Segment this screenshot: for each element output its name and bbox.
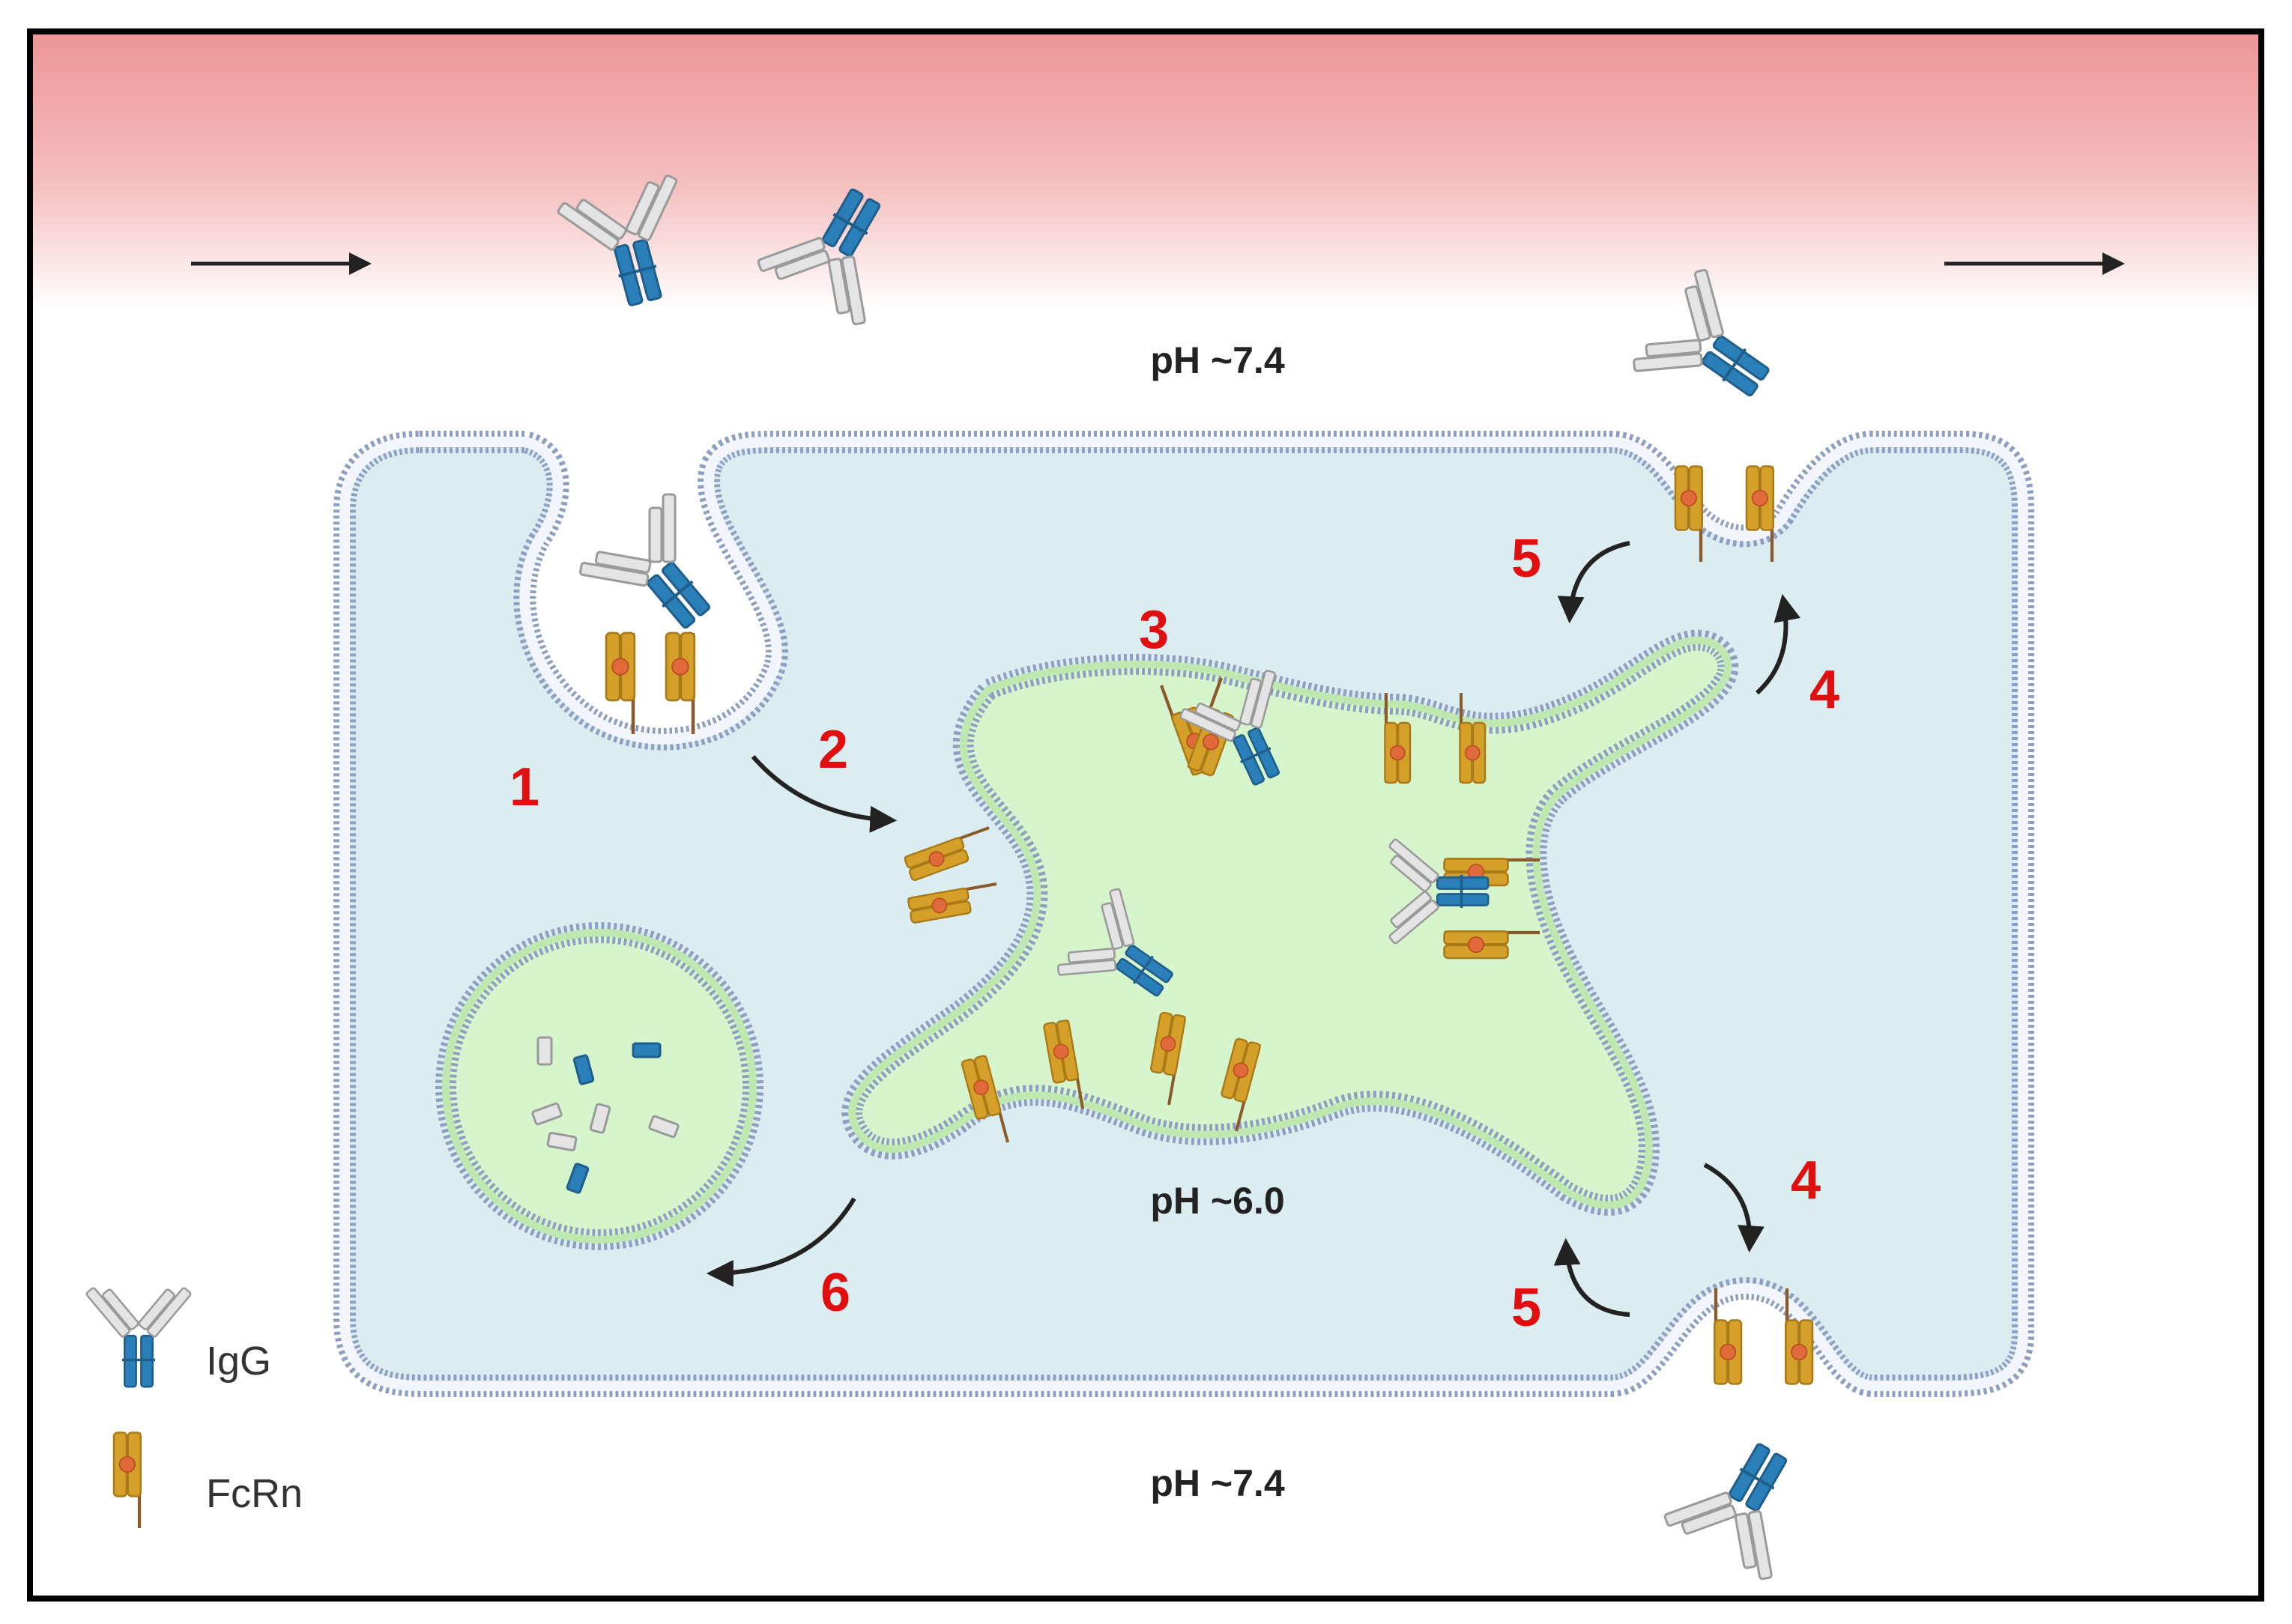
ph-label-blood: pH ~7.4: [1150, 339, 1284, 381]
arrow-step-5-top: [1557, 541, 1630, 624]
legend-fcrn-label: FcRn: [206, 1471, 303, 1516]
step-6: 6: [820, 1263, 850, 1323]
ph-label-interstitial: pH ~7.4: [1150, 1462, 1284, 1504]
ph-label-endosome: pH ~6.0: [1150, 1180, 1284, 1222]
lysosome-inner: [442, 929, 757, 1243]
step-4-top: 4: [1809, 660, 1839, 720]
arrow-step-4-top: [1755, 593, 1800, 695]
step-3: 3: [1139, 600, 1169, 660]
arrow-step-5-bottom: [1553, 1237, 1630, 1317]
cell-membrane-inner: [339, 437, 2028, 1391]
step-4-bottom: 4: [1791, 1151, 1821, 1211]
step-5-top: 5: [1511, 529, 1541, 589]
step-2: 2: [818, 720, 848, 780]
blood-vessel: [33, 34, 2258, 312]
sorting-endosome-inner: [848, 636, 1732, 1209]
degraded-igg-fragments: [531, 1036, 680, 1194]
arrow-step-4-bottom: [1703, 1163, 1765, 1253]
arrow-step-2: [751, 755, 898, 833]
step-5-bottom: 5: [1511, 1278, 1541, 1338]
arrow-step-6: [706, 1197, 856, 1287]
step-1: 1: [509, 757, 539, 817]
legend-igg-label: IgG: [206, 1339, 271, 1384]
